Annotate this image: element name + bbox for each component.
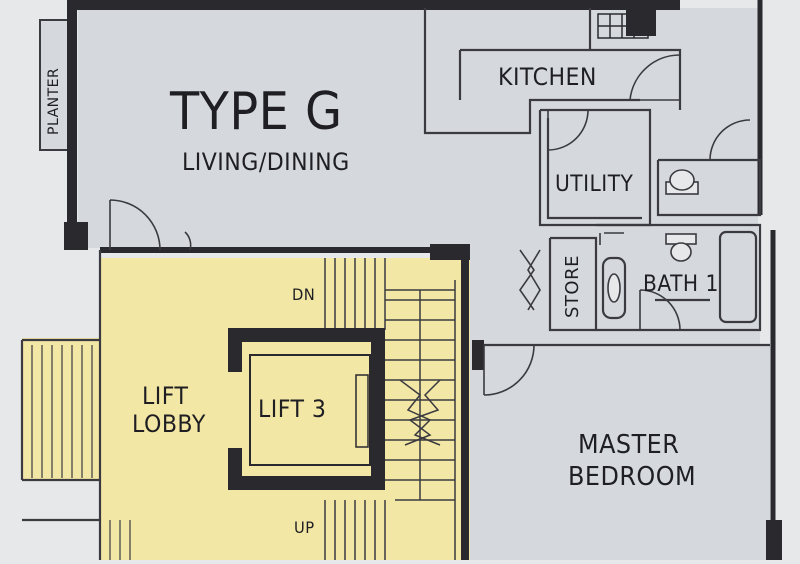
room-label-store: STORE	[562, 255, 583, 318]
lift-counterweight	[355, 374, 369, 448]
room-label-lobby-line2: LOBBY	[132, 410, 206, 438]
planter-area	[39, 19, 69, 151]
outer-walls	[67, 0, 776, 560]
wall-pillar	[626, 6, 656, 36]
room-label-living-dining: LIVING/DINING	[182, 148, 350, 176]
living-dining-area	[78, 8, 758, 248]
room-label-utility: UTILITY	[555, 172, 634, 197]
room-label-lift: LIFT 3	[258, 395, 327, 423]
room-label-master-line2: BEDROOM	[568, 462, 697, 492]
staircase	[324, 258, 456, 560]
toilet-fixtures	[607, 169, 699, 303]
room-label-master-line1: MASTER	[578, 430, 680, 460]
wall-pillar	[430, 244, 470, 260]
wall-pillar	[472, 340, 484, 370]
lobby-steps	[31, 345, 131, 560]
lift-lobby-annex-area	[22, 338, 100, 480]
stair-label-up: UP	[294, 518, 315, 537]
door-swings	[109, 54, 751, 396]
stair-label-down: DN	[292, 285, 316, 304]
wall-pillar	[64, 222, 88, 250]
plan-title: TYPE G	[170, 82, 343, 142]
room-label-planter: PLANTER	[46, 67, 62, 135]
kitchen-vent	[597, 13, 649, 39]
lift-car	[249, 354, 371, 466]
interior-walls	[20, 8, 770, 560]
room-label-lobby-line1: LIFT	[142, 382, 189, 410]
room-label-kitchen: KITCHEN	[498, 63, 597, 91]
wall-pillar	[766, 520, 782, 560]
room-label-bath: BATH 1	[643, 272, 719, 297]
